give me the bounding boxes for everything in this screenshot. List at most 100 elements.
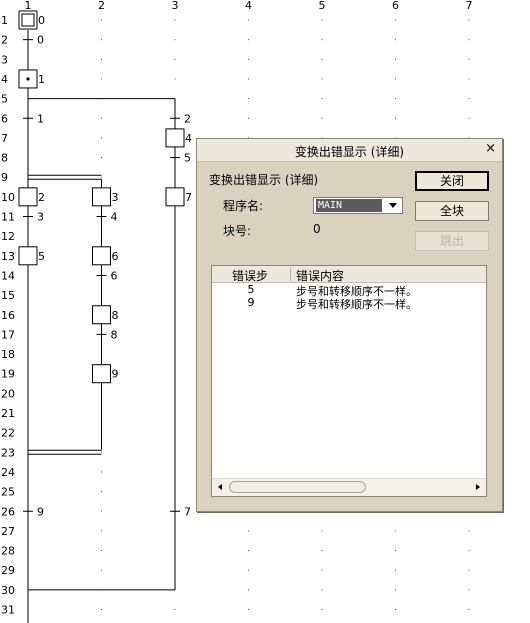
grid-dot [395,550,396,552]
close-button[interactable]: 关闭 [415,171,489,191]
grid-dot [321,609,323,610]
step-box [165,128,185,148]
error-list[interactable]: 错误步 错误内容 5 步号和转移顺序不一样。 9 步号和转移顺序不一样。 [211,265,487,497]
grid-dot [321,39,323,41]
grid-dot [101,471,102,473]
column-label: 4 [245,0,252,12]
step-box [92,246,111,266]
grid-dot [101,39,102,41]
grid-dot [395,58,396,60]
grid-dot [321,530,323,532]
step-label: 8 [112,309,119,322]
grid-dot [395,137,396,139]
grid-dot [395,19,396,21]
grid-dot [468,550,470,552]
grid-dot [468,58,470,60]
row-label: 1 [1,14,8,27]
chevron-down-icon[interactable] [385,199,401,212]
transition-label: 0 [37,34,44,47]
grid-dot [174,39,176,41]
row-label: 20 [1,387,15,400]
row-label: 3 [1,53,8,66]
step-label: 1 [38,73,45,86]
row-label: 18 [1,348,15,361]
scrollbar-thumb[interactable] [229,481,366,493]
grid-dot [321,569,323,571]
grid-dot [174,78,176,80]
row-label: 23 [1,446,15,459]
transition-label: 1 [37,112,44,125]
column-divider[interactable] [290,267,291,281]
grid-dot [248,117,249,119]
grid-dot [174,609,176,610]
step-box [92,364,111,384]
grid-dot [321,19,323,21]
row-label: 9 [1,171,8,184]
grid-dot [248,98,249,100]
step-box [92,305,111,325]
step-label: 7 [185,191,192,204]
grid-dot [101,78,102,80]
column-label: 2 [98,0,105,12]
block-number-label: 块号: [223,224,252,238]
program-name-select[interactable]: MAIN [313,197,403,214]
row-label: 6 [1,112,8,125]
active-step-dot [26,77,30,81]
table-row[interactable]: 5 步号和转移顺序不一样。 [212,283,486,298]
row-label: 2 [1,34,8,47]
jump-button: 跳出 [415,231,489,251]
row-label: 17 [1,328,15,341]
column-label: 3 [172,0,179,12]
scroll-left-icon[interactable] [212,479,228,495]
row-label: 14 [1,269,15,282]
row-label: 24 [1,466,15,479]
grid-dot [321,137,323,139]
horizontal-scrollbar[interactable] [212,478,486,496]
row-label: 30 [1,584,15,597]
grid-dot [101,58,102,60]
transition-label: 8 [111,328,118,341]
row-label: 19 [1,368,15,381]
grid-dot [101,491,102,493]
column-label: 7 [466,0,473,12]
grid-dot [468,530,470,532]
column-header-error-content[interactable]: 错误内容 [296,269,345,283]
grid-dot [321,58,323,60]
scroll-right-icon[interactable] [470,479,486,495]
error-step-cell: 5 [247,283,255,296]
step-label: 2 [38,191,45,204]
step-label: 9 [112,368,119,381]
dialog-title-bar[interactable]: 变换出错显示 (详细) × [197,139,502,162]
all-blocks-button[interactable]: 全块 [415,201,489,221]
grid-dot [395,78,396,80]
grid-dot [468,98,470,100]
error-list-header: 错误步 错误内容 [212,266,486,283]
column-header-error-step[interactable]: 错误步 [232,269,269,283]
grid-dot [101,569,102,571]
row-label: 28 [1,545,15,558]
transition-label: 3 [37,211,44,224]
step-box [165,187,185,207]
row-ruler: 1234567891011121314151617181920212223242… [1,14,15,617]
table-row[interactable]: 9 步号和转移顺序不一样。 [212,296,486,311]
step-label: 0 [38,14,45,27]
grid-dot [248,550,249,552]
grid-dot [468,39,470,41]
program-name-label: 程序名: [223,199,264,213]
grid-dot [395,39,396,41]
transition-label: 5 [184,152,191,165]
grid-dot [395,609,396,610]
grid-dot [395,530,396,532]
grid-dot [248,589,249,591]
column-label: 6 [392,0,399,12]
grid-dot [468,117,470,119]
grid-dot [468,19,470,21]
step-box [18,187,38,207]
step-box [18,10,38,30]
grid-dot [248,530,249,532]
close-icon[interactable]: × [485,141,496,156]
grid-dot [248,58,249,60]
grid-dot [248,137,249,139]
grid-dot [101,117,102,119]
